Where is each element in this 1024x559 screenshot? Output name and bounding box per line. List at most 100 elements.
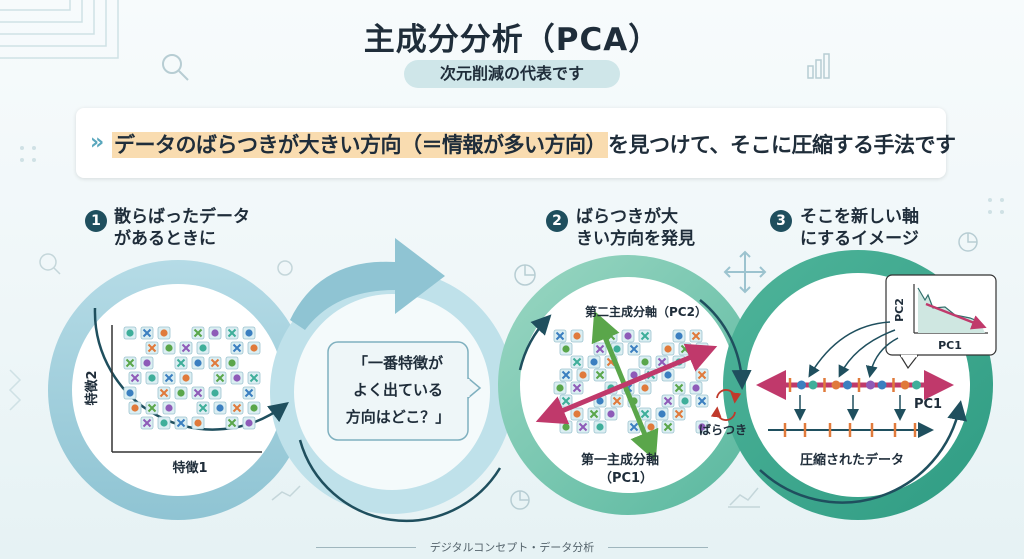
scatter-point <box>157 326 171 340</box>
scatter-point <box>655 407 669 421</box>
variance-label: ばらつき <box>699 422 747 437</box>
scatter-point <box>242 416 256 430</box>
scatter-point <box>225 356 239 370</box>
scatter-point <box>661 342 675 356</box>
bubble-line-2: よく出ている <box>353 381 443 399</box>
step-2-line-1: ばらつきが大 <box>576 207 678 227</box>
scatter-point <box>174 356 188 370</box>
scatter-point <box>230 401 244 415</box>
scatter-point <box>678 394 692 408</box>
scatter-point <box>196 341 210 355</box>
scatter-point <box>123 326 137 340</box>
scatter-point <box>559 368 573 382</box>
scatter-point <box>638 329 652 343</box>
scatter-point <box>174 386 188 400</box>
scatter-point <box>145 341 159 355</box>
subtitle-badge: 次元削減の代表です <box>404 60 620 88</box>
chevron-right-icon: » <box>90 130 105 155</box>
step-2-text: ばらつきが大 きい方向を発見 <box>576 206 736 250</box>
scatter-point <box>191 326 205 340</box>
scatter-point <box>610 394 624 408</box>
scatter-point <box>145 371 159 385</box>
scatter-point <box>191 386 205 400</box>
scatter-point <box>242 386 256 400</box>
scatter-point <box>587 355 601 369</box>
pc1-label-2: （PC1） <box>599 470 653 486</box>
scatter-point <box>678 342 692 356</box>
projected-point <box>877 380 887 390</box>
scatter-point <box>638 381 652 395</box>
corner-lines-decoration <box>0 0 119 59</box>
bar-chart-icon <box>807 53 830 79</box>
scatter-point <box>672 407 686 421</box>
scatter-point <box>627 342 641 356</box>
scatter-point <box>225 416 239 430</box>
scatter-point <box>247 371 261 385</box>
scatter-point <box>225 326 239 340</box>
projected-point <box>900 380 910 390</box>
step-1-line-2: があるときに <box>114 229 216 249</box>
scatter-point <box>247 341 261 355</box>
step-2-number: 2 <box>546 210 568 232</box>
scatter-point <box>196 401 210 415</box>
scatter-point <box>593 420 607 434</box>
bubble-line-1: 「一番特徴が <box>353 354 444 372</box>
scatter-point <box>179 371 193 385</box>
scatter-point <box>162 371 176 385</box>
definition-banner: » データのばらつきが大きい方向（＝情報が多い方向）を見つけて、そこに圧縮する手… <box>76 108 956 178</box>
scatter-point <box>695 394 709 408</box>
page-title: 主成分分析（PCA） <box>363 22 661 58</box>
projection-arrows <box>794 395 906 421</box>
variance-icon <box>710 389 742 421</box>
scatter-point <box>553 381 567 395</box>
flow-arrow-5 <box>759 400 967 504</box>
scatter-point <box>128 371 142 385</box>
scatter-point <box>604 407 618 421</box>
panel1-x-label: 特徴1 <box>172 460 207 476</box>
pc1-label-1: 第一主成分軸 <box>581 452 659 468</box>
step-1-number: 1 <box>85 210 107 232</box>
scatter-point <box>213 371 227 385</box>
flow-arrow-2 <box>298 439 502 523</box>
scatter-point <box>140 356 154 370</box>
move-arrows-icon <box>723 250 767 294</box>
projected-points <box>788 378 921 392</box>
dots-decoration <box>20 146 1004 214</box>
footer-line-right <box>608 547 708 548</box>
compressed-data-label: 圧縮されたデータ <box>800 452 904 468</box>
scatter-point <box>689 381 703 395</box>
step-2-line-2: きい方向を発見 <box>576 229 695 249</box>
scatter-point <box>621 329 635 343</box>
step-1-line-1: 散らばったデータ <box>114 207 250 227</box>
compressed-ticks <box>783 423 917 437</box>
scatter-point <box>570 329 584 343</box>
scatter-point <box>570 355 584 369</box>
scatter-point <box>230 341 244 355</box>
projection-axis-label: PC1 <box>914 397 942 412</box>
scatter-point <box>145 401 159 415</box>
scatter-point <box>242 326 256 340</box>
scatter-point <box>593 368 607 382</box>
scatter-point <box>570 407 584 421</box>
scatter-point <box>661 394 675 408</box>
pie-chart-icon <box>510 232 978 510</box>
zigzag-decoration <box>8 369 22 411</box>
scatter-point <box>695 368 709 382</box>
scatter-point <box>593 342 607 356</box>
scatter-point <box>570 381 584 395</box>
inset-plot: PC2 PC1 <box>885 274 997 370</box>
scatter-point <box>208 356 222 370</box>
scatter-point <box>644 420 658 434</box>
magnifier-icon <box>162 54 189 81</box>
pc1-axis-arrow <box>535 343 718 425</box>
scatter-point <box>128 401 142 415</box>
step-3-line-1: そこを新しい軸 <box>800 207 919 227</box>
scatter-point <box>672 381 686 395</box>
scatter-point <box>157 386 171 400</box>
scatter-point <box>247 401 261 415</box>
speech-bubble: 「一番特徴が よく出ている 方向はどこ？」 <box>327 341 482 441</box>
step-3-number: 3 <box>770 210 792 232</box>
step-1-text: 散らばったデータ があるときに <box>114 206 274 250</box>
